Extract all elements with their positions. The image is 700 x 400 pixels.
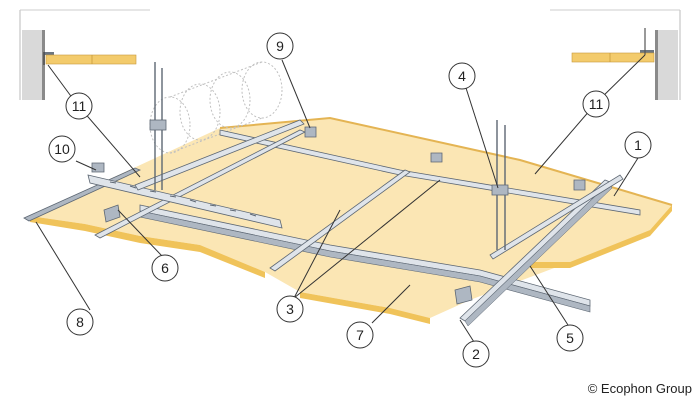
callout-3: 3 (276, 295, 304, 323)
callout-9: 9 (266, 32, 294, 60)
callout-10: 10 (48, 135, 76, 163)
wall-left (22, 30, 44, 100)
svg-text:5: 5 (566, 330, 574, 346)
grid-profiles (23, 119, 641, 327)
wall-detail-left (19, 9, 150, 100)
wall-right (656, 30, 678, 100)
hanger-clips (103, 119, 509, 305)
callout-11-left: 11 (65, 92, 93, 120)
copyright-notice: © Ecophon Group (587, 381, 692, 396)
main-runner-rear (219, 129, 641, 216)
callout-4: 4 (448, 62, 476, 90)
leader-lines (35, 54, 646, 343)
svg-text:3: 3 (286, 301, 294, 317)
brackets (91, 126, 586, 191)
wall-detail-right (550, 9, 681, 100)
svg-text:8: 8 (76, 314, 84, 330)
svg-text:2: 2 (472, 346, 480, 362)
callout-2: 2 (462, 340, 490, 368)
callout-6: 6 (151, 254, 179, 282)
carrying-channel-right (489, 174, 624, 260)
svg-text:4: 4 (458, 68, 466, 84)
svg-text:10: 10 (54, 141, 70, 157)
panel-edge-front-left (30, 216, 265, 278)
wall-angle-right (640, 50, 654, 53)
svg-text:9: 9 (276, 38, 284, 54)
svg-text:11: 11 (72, 98, 87, 114)
panel-edge-front-mid (300, 292, 430, 324)
callout-7: 7 (346, 321, 374, 349)
cross-tee-middle (269, 169, 411, 272)
svg-text:11: 11 (589, 96, 604, 112)
panel-edge-left (45, 54, 137, 65)
carrying-channel-rear (134, 119, 305, 191)
svg-text:1: 1 (634, 137, 642, 153)
panel-edge-front-right (530, 205, 672, 268)
panel-edge-right (571, 52, 655, 63)
wall-angle-left (44, 52, 54, 55)
callout-5: 5 (556, 324, 584, 352)
callout-1: 1 (624, 131, 652, 159)
callout-11-right: 11 (582, 90, 610, 118)
svg-text:7: 7 (356, 327, 364, 343)
duct (149, 61, 283, 154)
callout-8: 8 (66, 308, 94, 336)
svg-text:6: 6 (161, 260, 169, 276)
